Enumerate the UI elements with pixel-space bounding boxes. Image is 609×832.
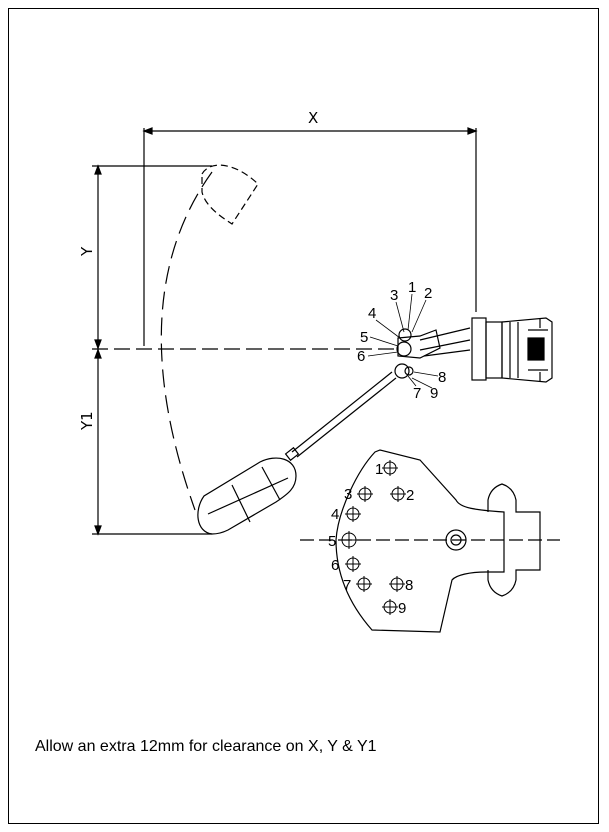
pivot-number-2: 2	[424, 285, 432, 302]
pivot-position-numbers: 1 2 3 4 5 6 7 8 9	[357, 279, 446, 402]
x-arrow-left	[142, 127, 153, 135]
x-label: X	[308, 109, 318, 127]
marker-7	[356, 576, 372, 592]
marker-6	[345, 556, 361, 572]
y-label: Y	[78, 246, 96, 257]
pivot-number-3: 3	[390, 287, 398, 304]
marker-4	[345, 506, 361, 522]
float-swing-arc	[160, 171, 213, 511]
detail-number-6: 6	[331, 557, 339, 574]
detail-number-8: 8	[405, 577, 413, 594]
detail-number-5: 5	[328, 533, 336, 550]
detail-position-numbers: 1 2 3 4 5 6 7 8 9	[328, 461, 414, 617]
pivot-number-8: 8	[438, 369, 446, 386]
y-arrow-mid-up	[94, 339, 102, 350]
pivot-number-4: 4	[368, 305, 376, 322]
position-plate-detail	[300, 449, 560, 633]
marker-9	[382, 599, 398, 615]
lowered-float	[197, 457, 297, 535]
y1-label: Y1	[78, 411, 96, 431]
pivot-leader-lines	[367, 293, 439, 389]
raised-float-outline	[201, 164, 259, 225]
detail-number-4: 4	[331, 506, 339, 523]
marker-5	[340, 531, 358, 549]
y1-arrow-mid-down	[94, 348, 102, 359]
pivot-number-7: 7	[413, 385, 421, 402]
pivot-number-9: 9	[430, 385, 438, 402]
detail-number-2: 2	[406, 487, 414, 504]
position-markers	[340, 460, 406, 615]
pivot-number-1: 1	[408, 279, 416, 296]
detail-number-3: 3	[344, 486, 352, 503]
marker-8	[389, 576, 405, 592]
x-arrow-right	[467, 127, 478, 135]
marker-2	[390, 486, 406, 502]
page-border	[8, 8, 599, 824]
pivot-head	[394, 327, 471, 379]
detail-number-7: 7	[343, 577, 351, 594]
switch-body	[471, 317, 553, 383]
y-arrow-top	[94, 164, 102, 175]
float-arm	[284, 371, 397, 462]
detail-number-9: 9	[398, 600, 406, 617]
y1-arrow-bottom	[94, 525, 102, 536]
marker-3	[357, 486, 373, 502]
detail-number-1: 1	[375, 461, 383, 478]
clearance-note: Allow an extra 12mm for clearance on X, …	[35, 738, 377, 755]
pivot-number-6: 6	[357, 348, 365, 365]
marker-1	[382, 460, 398, 476]
pivot-number-5: 5	[360, 329, 368, 346]
